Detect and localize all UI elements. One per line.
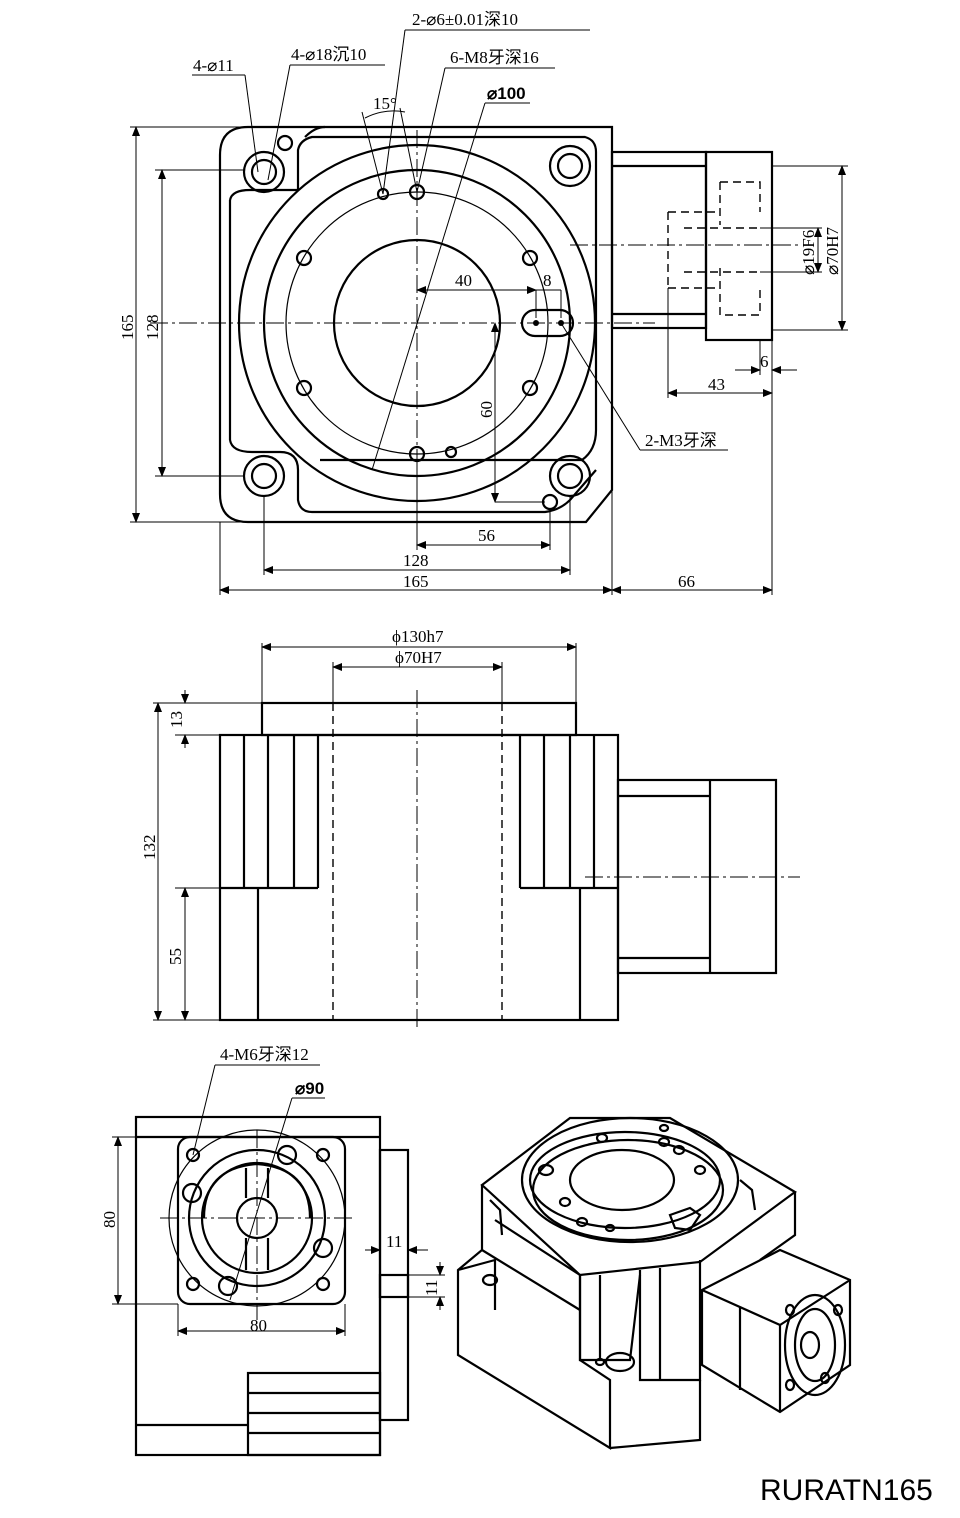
dim-side-h-80: 80 — [100, 1211, 119, 1228]
dim-h-13: 13 — [167, 711, 186, 728]
dim-side-11b: 11 — [422, 1280, 441, 1296]
dim-height-inner: 128 — [143, 315, 162, 341]
dim-width-outer: 165 — [403, 572, 429, 591]
label-through-holes: 4-⌀11 — [193, 56, 234, 75]
isometric-view — [456, 1116, 852, 1450]
label-shaft-dia: ⌀19F6 — [799, 230, 818, 275]
dim-height-outer: 165 — [118, 315, 137, 341]
label-side-pcd: ⌀90 — [295, 1079, 324, 1098]
dim-offset-60: 60 — [477, 401, 496, 418]
dim-motor-6: 6 — [760, 352, 769, 371]
label-flange-dia: ⌀70H7 — [823, 226, 842, 275]
side-holes — [181, 1144, 334, 1297]
dim-h-132: 132 — [140, 835, 159, 861]
top-view: 2-⌀6±0.01深10 4-⌀18沉10 4-⌀11 6-M8牙深16 ⌀10… — [118, 10, 848, 595]
label-counterbore: 4-⌀18沉10 — [291, 45, 366, 64]
dim-h-55: 55 — [166, 948, 185, 965]
dim-offset-8: 8 — [543, 271, 552, 290]
side-view: 4-M6牙深12 ⌀90 80 80 11 11 — [100, 1045, 445, 1457]
motor-block — [570, 150, 800, 342]
label-m3: 2-M3牙深 — [645, 431, 717, 450]
dim-dia-130: ϕ130h7 — [392, 627, 444, 646]
dim-side-11a: 11 — [386, 1232, 402, 1251]
dim-offset-40: 40 — [455, 271, 472, 290]
model-name: RURATN165 — [760, 1474, 933, 1507]
label-m6: 4-M6牙深12 — [220, 1045, 309, 1064]
dim-offset-56: 56 — [478, 526, 495, 545]
slot — [520, 308, 575, 338]
label-angle: 15° — [373, 94, 397, 113]
label-pin-holes: 2-⌀6±0.01深10 — [412, 10, 518, 29]
front-view: ϕ130h7 ϕ70H7 13 132 55 — [140, 627, 800, 1030]
dim-dia-70: ϕ70H7 — [395, 648, 442, 667]
dim-side-w-80: 80 — [250, 1316, 267, 1335]
tapped-holes — [295, 183, 539, 463]
top-dimensions — [130, 29, 848, 595]
dim-width-inner: 128 — [403, 551, 429, 570]
dim-motor-66: 66 — [678, 572, 695, 591]
label-tapped-holes: 6-M8牙深16 — [450, 48, 539, 67]
dim-motor-43: 43 — [708, 375, 725, 394]
label-pcd: ⌀100 — [487, 84, 526, 103]
